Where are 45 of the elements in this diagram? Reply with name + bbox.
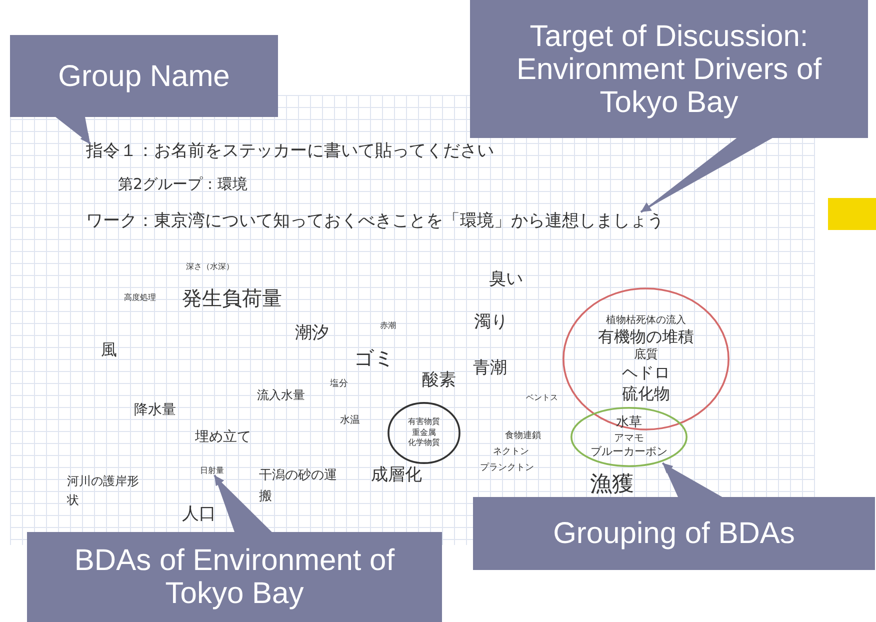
- handwritten-word: 硫化物: [622, 384, 670, 404]
- handwritten-word: 流入水量: [257, 389, 305, 403]
- handwritten-word: 有機物の堆積: [598, 326, 694, 348]
- callout-text: BDAs of Environment of Tokyo Bay: [73, 544, 396, 610]
- callout-text: Grouping of BDAs: [553, 517, 795, 550]
- handwritten-word: ヘドロ: [622, 362, 670, 384]
- handwritten-word: 河川の護岸形状: [67, 473, 140, 510]
- callout-text: Target of Discussion: Environment Drivers of Tokyo Bay: [515, 20, 823, 118]
- handwritten-word: 食物連鎖: [505, 431, 541, 442]
- handwritten-word: 高度処理: [124, 293, 156, 302]
- handwritten-word: プランクトン: [480, 463, 534, 474]
- handwritten-word: 日射量: [200, 466, 224, 476]
- instruction-text: 第2グループ：環境: [118, 176, 248, 194]
- handwritten-word: 赤潮: [380, 321, 396, 330]
- handwritten-word: 化学物質: [408, 438, 440, 449]
- handwritten-word: ワーク：東京湾について知っておくべきことを「環境」から連想しましょう: [86, 212, 664, 232]
- handwritten-word: 重金属: [412, 428, 436, 438]
- handwritten-word: 青潮: [473, 359, 507, 379]
- handwritten-word: 濁り: [474, 313, 508, 333]
- handwritten-word: 人口: [182, 505, 216, 525]
- handwritten-word: 成層化: [371, 466, 422, 486]
- handwritten-word: 水草: [616, 414, 642, 432]
- handwritten-word: 水温: [340, 415, 360, 426]
- handwritten-word: 塩分: [330, 379, 348, 390]
- handwritten-word: 有害物質: [408, 417, 440, 428]
- handwritten-word: 潮汐: [295, 324, 329, 344]
- handwritten-word: 干潟の砂の運搬: [259, 467, 338, 506]
- handwritten-word: 酸素: [422, 371, 456, 391]
- handwritten-word: 臭い: [489, 270, 523, 290]
- handwritten-word: 発生負荷量: [182, 287, 282, 310]
- callout-box: [10, 35, 278, 117]
- handwritten-word: アマモ: [614, 432, 644, 445]
- handwritten-word: 風: [101, 341, 117, 360]
- handwritten-word: ゴミ: [354, 347, 394, 370]
- handwritten-word: 底質: [634, 347, 658, 363]
- handwritten-word: 指令１：お名前をステッカーに書いて貼ってください: [86, 142, 494, 162]
- handwritten-word: ベントス: [526, 393, 558, 402]
- handwritten-word: 埋め立て: [195, 429, 251, 446]
- handwritten-word: ネクトン: [493, 447, 529, 458]
- callout-text: Group Name: [58, 60, 230, 92]
- handwritten-word: 植物枯死体の流入: [606, 314, 686, 326]
- handwritten-word: ブルーカーボン: [590, 444, 668, 460]
- handwritten-word: 深さ（水深）: [186, 262, 234, 272]
- handwritten-word: 降水量: [134, 402, 176, 418]
- handwritten-word: 漁獲: [590, 472, 634, 498]
